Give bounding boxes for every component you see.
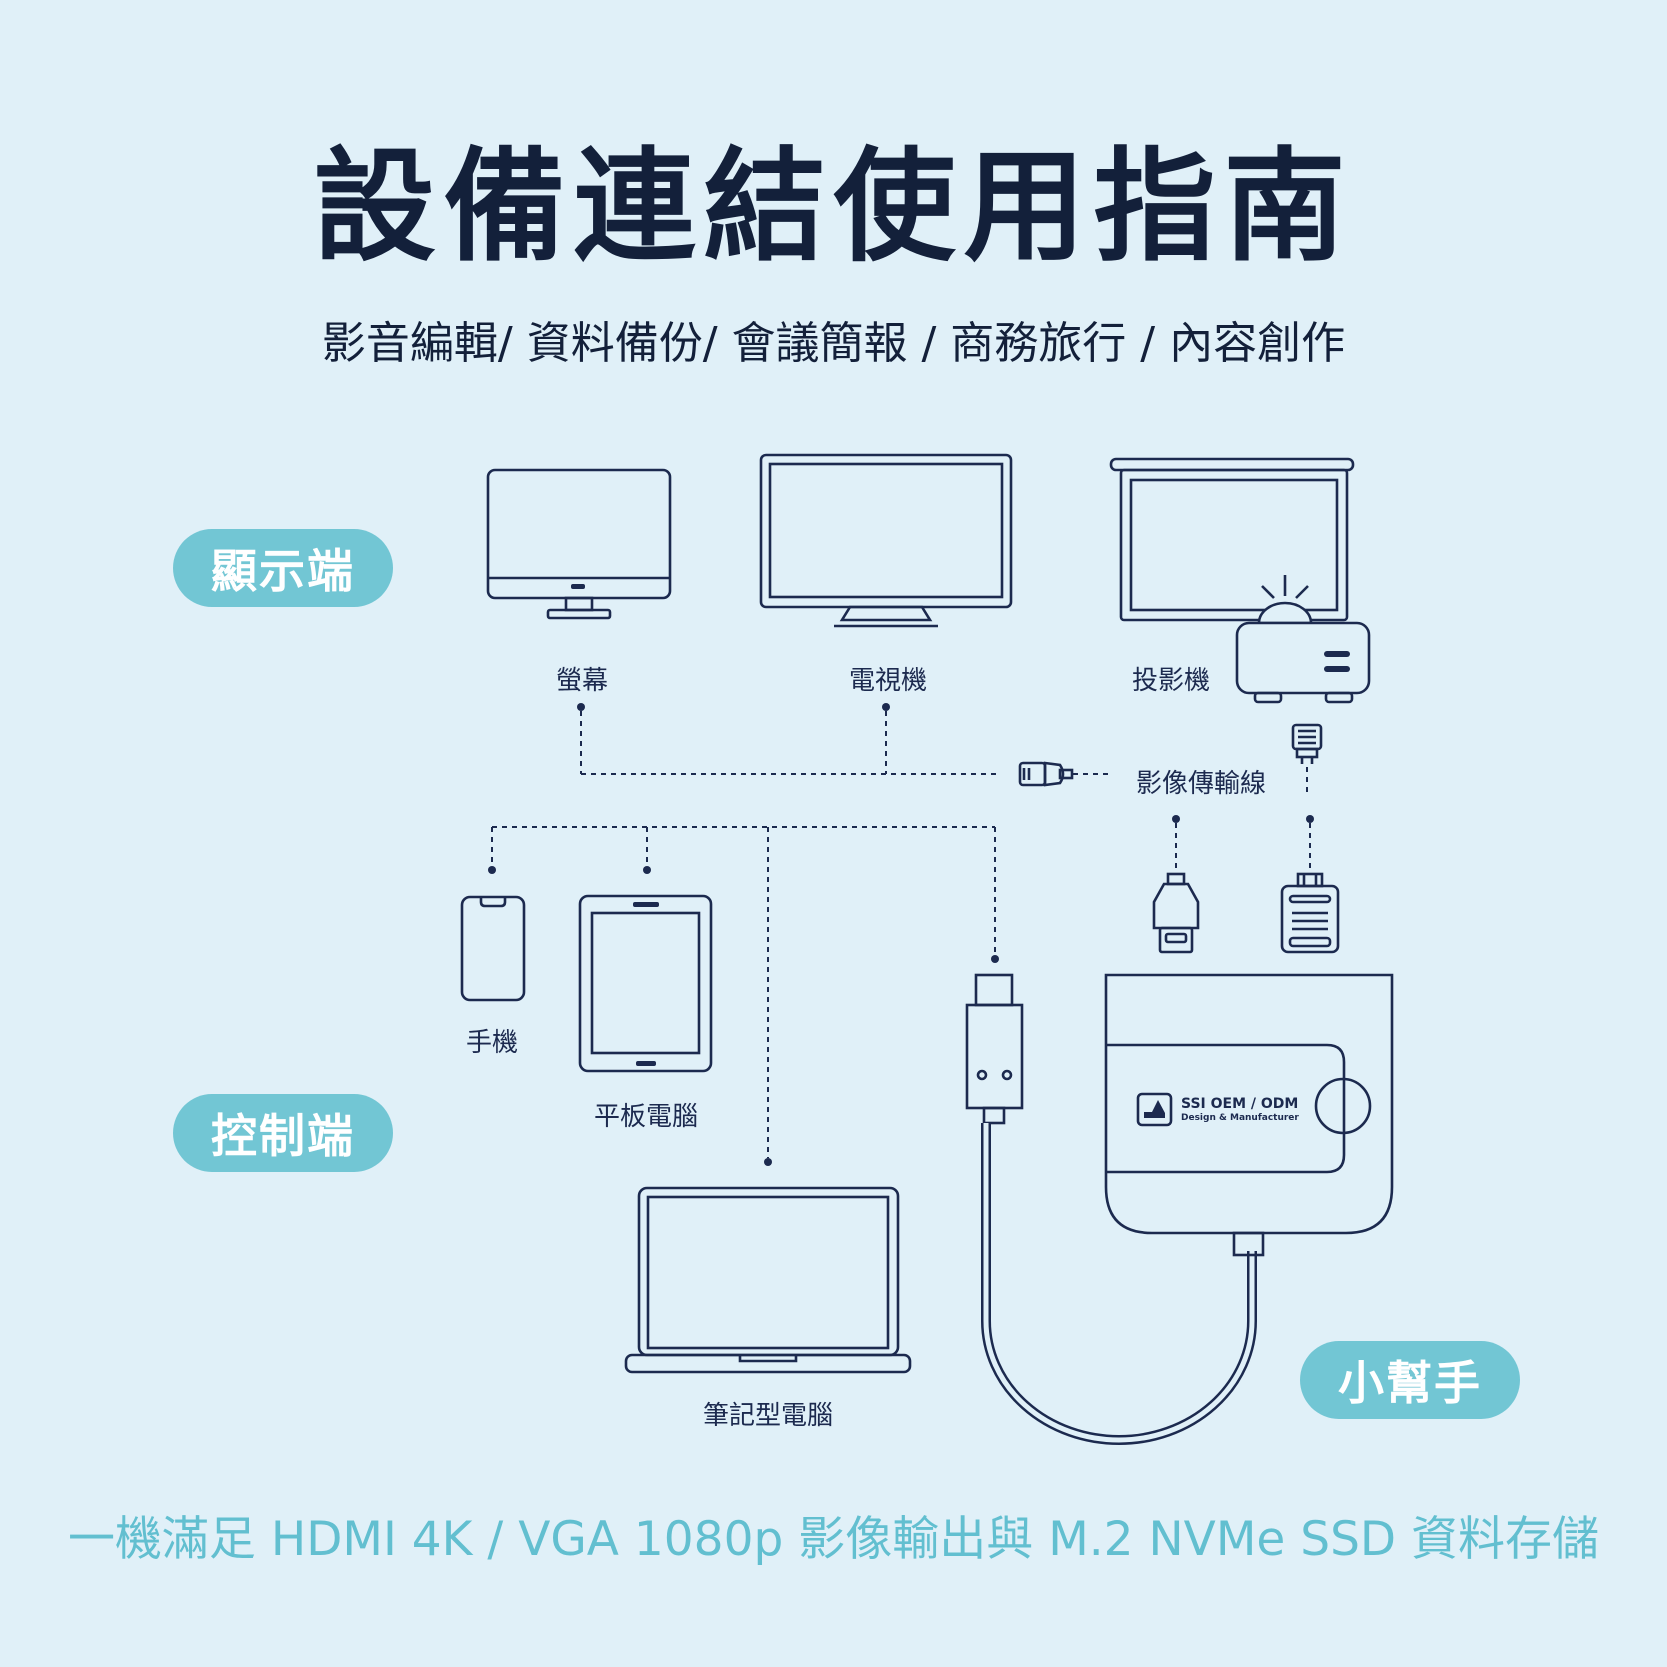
phone-icon [460,895,526,1002]
footer-tagline: 一機滿足 HDMI 4K / VGA 1080p 影像輸出與 M.2 NVMe … [67,1512,1600,1567]
hdmi-plug-small-icon [1018,761,1074,787]
monitor-label: 螢幕 [555,666,609,696]
tv-icon [759,453,1013,628]
page-title: 設備連結使用指南 [313,136,1354,278]
phone-label: 手機 [465,1028,519,1058]
adapter-hub-icon [1104,973,1394,1257]
vga-connector-icon [1280,872,1340,954]
usb-c-plug-icon [965,973,1024,1125]
adapter-tagline-text: Design & Manufacturer [1181,1113,1299,1123]
projector-icon [1235,575,1371,704]
monitor-icon [486,468,672,620]
cable-label: 影像傳輸線 [1135,769,1267,799]
tablet-icon [578,894,713,1073]
tablet-label: 平板電腦 [593,1102,699,1132]
projector-label: 投影機 [1131,666,1211,696]
tv-label: 電視機 [848,666,928,696]
laptop-icon [624,1186,912,1374]
projector-screen-icon [1109,457,1355,622]
hdmi-connector-icon [1152,872,1200,954]
laptop-label: 筆記型電腦 [702,1401,834,1431]
adapter-brand-text: SSI OEM / ODM [1181,1096,1299,1112]
vga-plug-small-icon [1291,723,1323,764]
helper-group-badge: 小幫手 [1300,1341,1520,1419]
page-subtitle: 影音編輯/ 資料備份/ 會議簡報 / 商務旅行 / 內容創作 [321,318,1346,369]
control-group-badge: 控制端 [173,1094,393,1172]
display-group-badge: 顯示端 [173,529,393,607]
